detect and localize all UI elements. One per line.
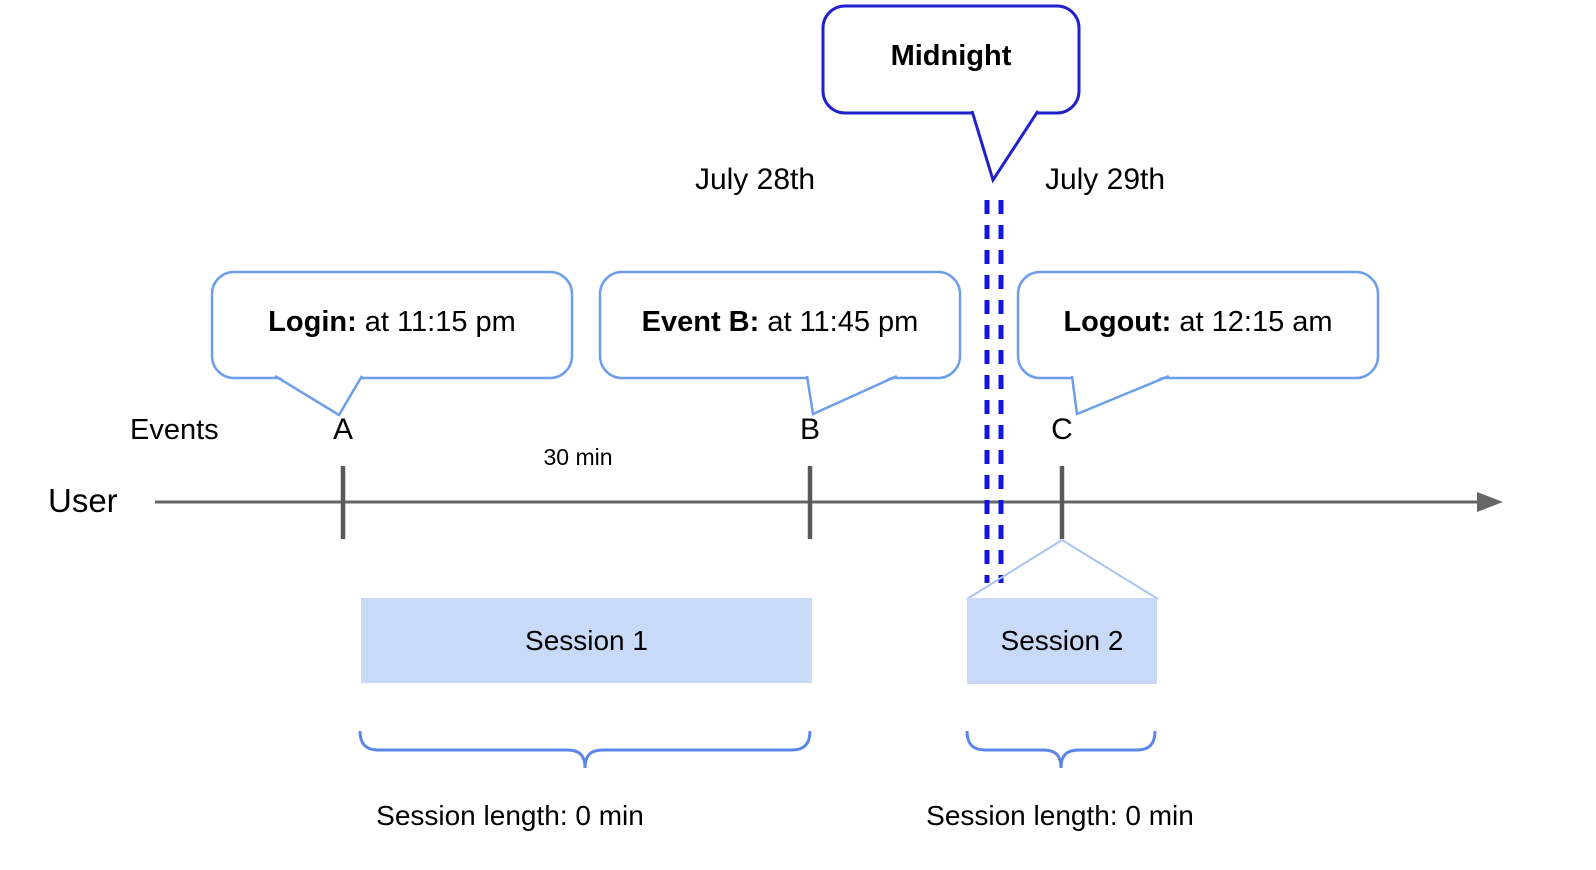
login-callout-label: Login: at 11:15 pm: [212, 272, 572, 372]
logout-callout-label: Logout: at 12:15 am: [1018, 272, 1378, 372]
session1-box: Session 1: [361, 598, 812, 683]
login-callout-shape: [210, 270, 574, 380]
event-b-callout-label: Event B: at 11:45 pm: [600, 272, 960, 372]
user-row-label: User: [48, 482, 118, 519]
logout-callout-tail: [1070, 374, 1170, 416]
session2-length-label: Session length: 0 min: [926, 800, 1194, 831]
event-marker-a: A: [332, 413, 353, 446]
event-marker-b: B: [799, 413, 820, 446]
event-b-callout-shape: [598, 270, 962, 380]
event-b-callout-tail: [805, 374, 898, 416]
event-b-callout-tail-fill: [807, 374, 897, 414]
event-b-callout-label-rest: at 11:45 pm: [759, 305, 919, 338]
midnight-callout-shape: [821, 4, 1081, 115]
session2-wedge-left: [966, 539, 1063, 600]
login-callout-label-rest: at 11:15 pm: [356, 305, 516, 338]
login-callout-tail: [274, 374, 364, 417]
session1-brace: [358, 730, 812, 769]
event-b-callout-label-bold: Event B:: [641, 305, 760, 338]
event-marker-c: C: [1051, 413, 1073, 446]
interval-label-30min: 30 min: [543, 444, 613, 470]
logout-callout-label-bold: Logout:: [1063, 305, 1172, 338]
date-label-july-29: July 29th: [1044, 163, 1166, 196]
date-label-july-28: July 28th: [694, 163, 816, 196]
session2-brace: [965, 730, 1157, 769]
logout-callout-tail-fill: [1072, 374, 1169, 414]
session2-box: Session 2: [967, 598, 1157, 684]
midnight-callout-label: Midnight: [890, 39, 1012, 72]
login-callout-tail-fill: [275, 374, 362, 415]
session2-wedge-right: [1061, 539, 1159, 600]
session2-label: Session 2: [1000, 625, 1124, 656]
timeline-arrowhead-icon: [1477, 492, 1503, 512]
logout-callout-label-rest: at 12:15 am: [1171, 305, 1333, 338]
logout-callout-shape: [1016, 270, 1380, 380]
session1-length-label: Session length: 0 min: [376, 800, 644, 831]
midnight-callout-tail: [970, 110, 1040, 184]
login-callout-label-bold: Login:: [268, 305, 357, 338]
session1-label: Session 1: [525, 624, 648, 656]
events-row-label: Events: [130, 414, 219, 446]
